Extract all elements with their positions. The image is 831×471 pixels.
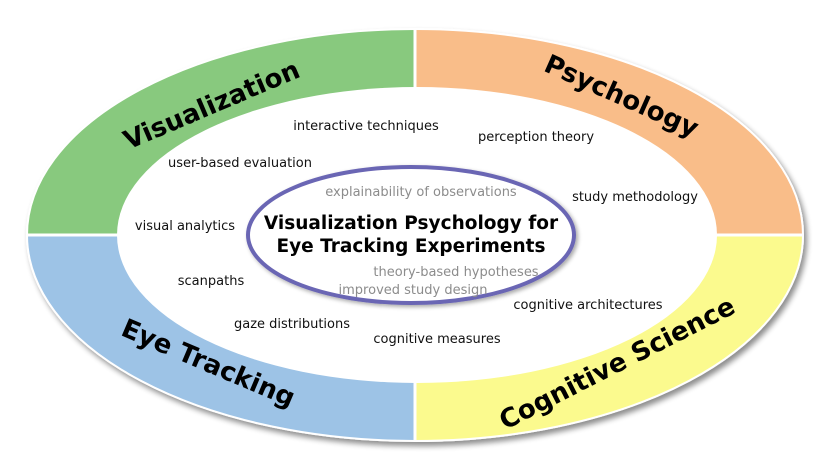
- topic-cognitive-measures: cognitive measures: [373, 332, 500, 347]
- topic-explainability: explainability of observations: [325, 185, 517, 200]
- topic-visual-analytics: visual analytics: [135, 219, 235, 234]
- outer-ellipse-border: [26, 28, 804, 442]
- topic-interactive-techniques: interactive techniques: [293, 119, 439, 134]
- topic-perception-theory: perception theory: [478, 130, 594, 145]
- center-ellipse: [246, 165, 576, 305]
- topic-study-methodology: study methodology: [572, 190, 698, 205]
- topic-user-based-evaluation: user-based evaluation: [168, 156, 312, 171]
- topic-theory-hypotheses: theory-based hypotheses: [373, 265, 538, 280]
- center-title-line1: Visualization Psychology for: [264, 213, 559, 234]
- topic-gaze-distributions: gaze distributions: [234, 317, 350, 332]
- center-ellipse-group: [246, 165, 576, 305]
- topic-scanpaths: scanpaths: [178, 274, 245, 289]
- center-title-line2: Eye Tracking Experiments: [276, 236, 545, 257]
- topic-cognitive-architectures: cognitive architectures: [513, 298, 662, 313]
- topic-improved-design: improved study design: [339, 283, 488, 298]
